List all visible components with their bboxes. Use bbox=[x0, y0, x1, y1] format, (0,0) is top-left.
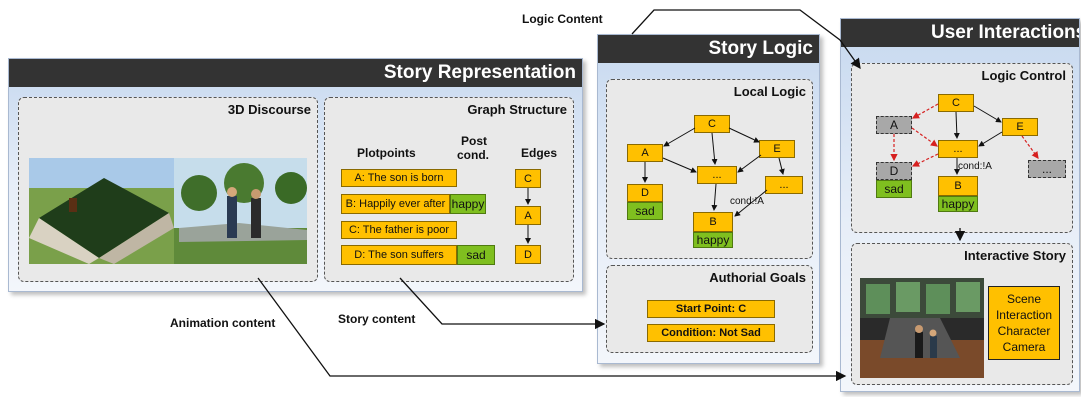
post-cond-sad: sad bbox=[457, 245, 495, 265]
edge-node-c: C bbox=[515, 169, 541, 188]
lc-node-right: ... bbox=[1028, 160, 1066, 178]
authorial-goals-box: Authorial Goals Start Point: C Condition… bbox=[606, 265, 813, 353]
user-interactions-panel: User Interactions Logic Control C A E ..… bbox=[840, 18, 1080, 392]
ll-node-b: B bbox=[693, 212, 733, 232]
local-logic-arrows bbox=[642, 127, 785, 217]
edge-node-a: A bbox=[515, 206, 541, 225]
ll-node-right: ... bbox=[765, 176, 803, 194]
graph-structure-box: Graph Structure Plotpoints Post cond. Ed… bbox=[324, 97, 574, 282]
story-representation-title: Story Representation bbox=[9, 59, 582, 87]
ll-node-c: C bbox=[694, 115, 730, 133]
lc-d-state: sad bbox=[876, 180, 912, 198]
interactive-story-screenshot bbox=[860, 278, 984, 378]
graph-structure-title: Graph Structure bbox=[467, 102, 567, 117]
logic-control-arrows bbox=[890, 103, 1039, 175]
ll-b-state: happy bbox=[693, 232, 733, 248]
feature-interaction: Interaction bbox=[995, 308, 1053, 322]
feature-camera: Camera bbox=[1002, 340, 1046, 354]
start-point: Start Point: C bbox=[647, 300, 775, 318]
story-logic-title: Story Logic bbox=[598, 35, 819, 63]
interactive-story-box: Interactive Story Scene Interaction Char… bbox=[851, 243, 1073, 385]
edges-header: Edges bbox=[521, 146, 558, 160]
discourse-title: 3D Discourse bbox=[227, 102, 311, 117]
lc-node-c: C bbox=[938, 94, 974, 112]
local-logic-box: Local Logic C A E ... ... D sad B happy … bbox=[606, 79, 813, 259]
edge-arrows bbox=[525, 188, 531, 244]
condition: Condition: Not Sad bbox=[647, 324, 775, 342]
edge-node-d: D bbox=[515, 245, 541, 264]
interactive-story-title: Interactive Story bbox=[964, 248, 1066, 263]
post-header-1: Post bbox=[461, 134, 488, 148]
post-header-2: cond. bbox=[457, 148, 489, 162]
discourse-screenshot bbox=[29, 158, 307, 264]
plotpoints-header: Plotpoints bbox=[357, 146, 416, 160]
lc-node-a: A bbox=[876, 116, 912, 134]
story-logic-panel: Story Logic Local Logic C A E ... ... D … bbox=[597, 34, 820, 364]
ll-node-e: E bbox=[759, 140, 795, 158]
plotpoint-c: C: The father is poor bbox=[341, 221, 457, 239]
plotpoint-d: D: The son suffers bbox=[341, 245, 457, 265]
ll-node-mid: ... bbox=[697, 166, 737, 184]
logic-control-box: Logic Control C A E ... D sad B happy ..… bbox=[851, 63, 1073, 233]
feature-character: Character bbox=[997, 324, 1051, 338]
discourse-box: 3D Discourse bbox=[18, 97, 318, 282]
ll-node-a: A bbox=[627, 144, 663, 162]
lc-node-b: B bbox=[938, 176, 978, 196]
ll-cond-label: cond:!A bbox=[730, 196, 764, 207]
ll-d-state: sad bbox=[627, 202, 663, 220]
lc-node-d: D bbox=[876, 162, 912, 180]
interactive-features: Scene Interaction Character Camera bbox=[988, 286, 1060, 360]
plotpoint-b: B: Happily ever after bbox=[341, 194, 450, 214]
story-representation-panel: Story Representation 3D Discourse bbox=[8, 58, 583, 292]
authorial-goals-title: Authorial Goals bbox=[709, 270, 806, 285]
story-content-label: Story content bbox=[338, 312, 416, 326]
plotpoint-a: A: The son is born bbox=[341, 169, 457, 187]
logic-content-label: Logic Content bbox=[522, 12, 603, 26]
animation-content-label: Animation content bbox=[170, 316, 276, 330]
ll-node-d: D bbox=[627, 184, 663, 202]
post-cond-happy: happy bbox=[450, 194, 486, 214]
lc-node-e: E bbox=[1002, 118, 1038, 136]
local-logic-title: Local Logic bbox=[733, 84, 806, 99]
lc-cond-label: cond:!A bbox=[958, 161, 992, 172]
lc-b-state: happy bbox=[938, 196, 978, 212]
user-interactions-title: User Interactions bbox=[841, 19, 1079, 47]
feature-scene: Scene bbox=[1006, 292, 1042, 306]
lc-node-mid: ... bbox=[938, 140, 978, 158]
logic-control-title: Logic Control bbox=[981, 68, 1067, 83]
